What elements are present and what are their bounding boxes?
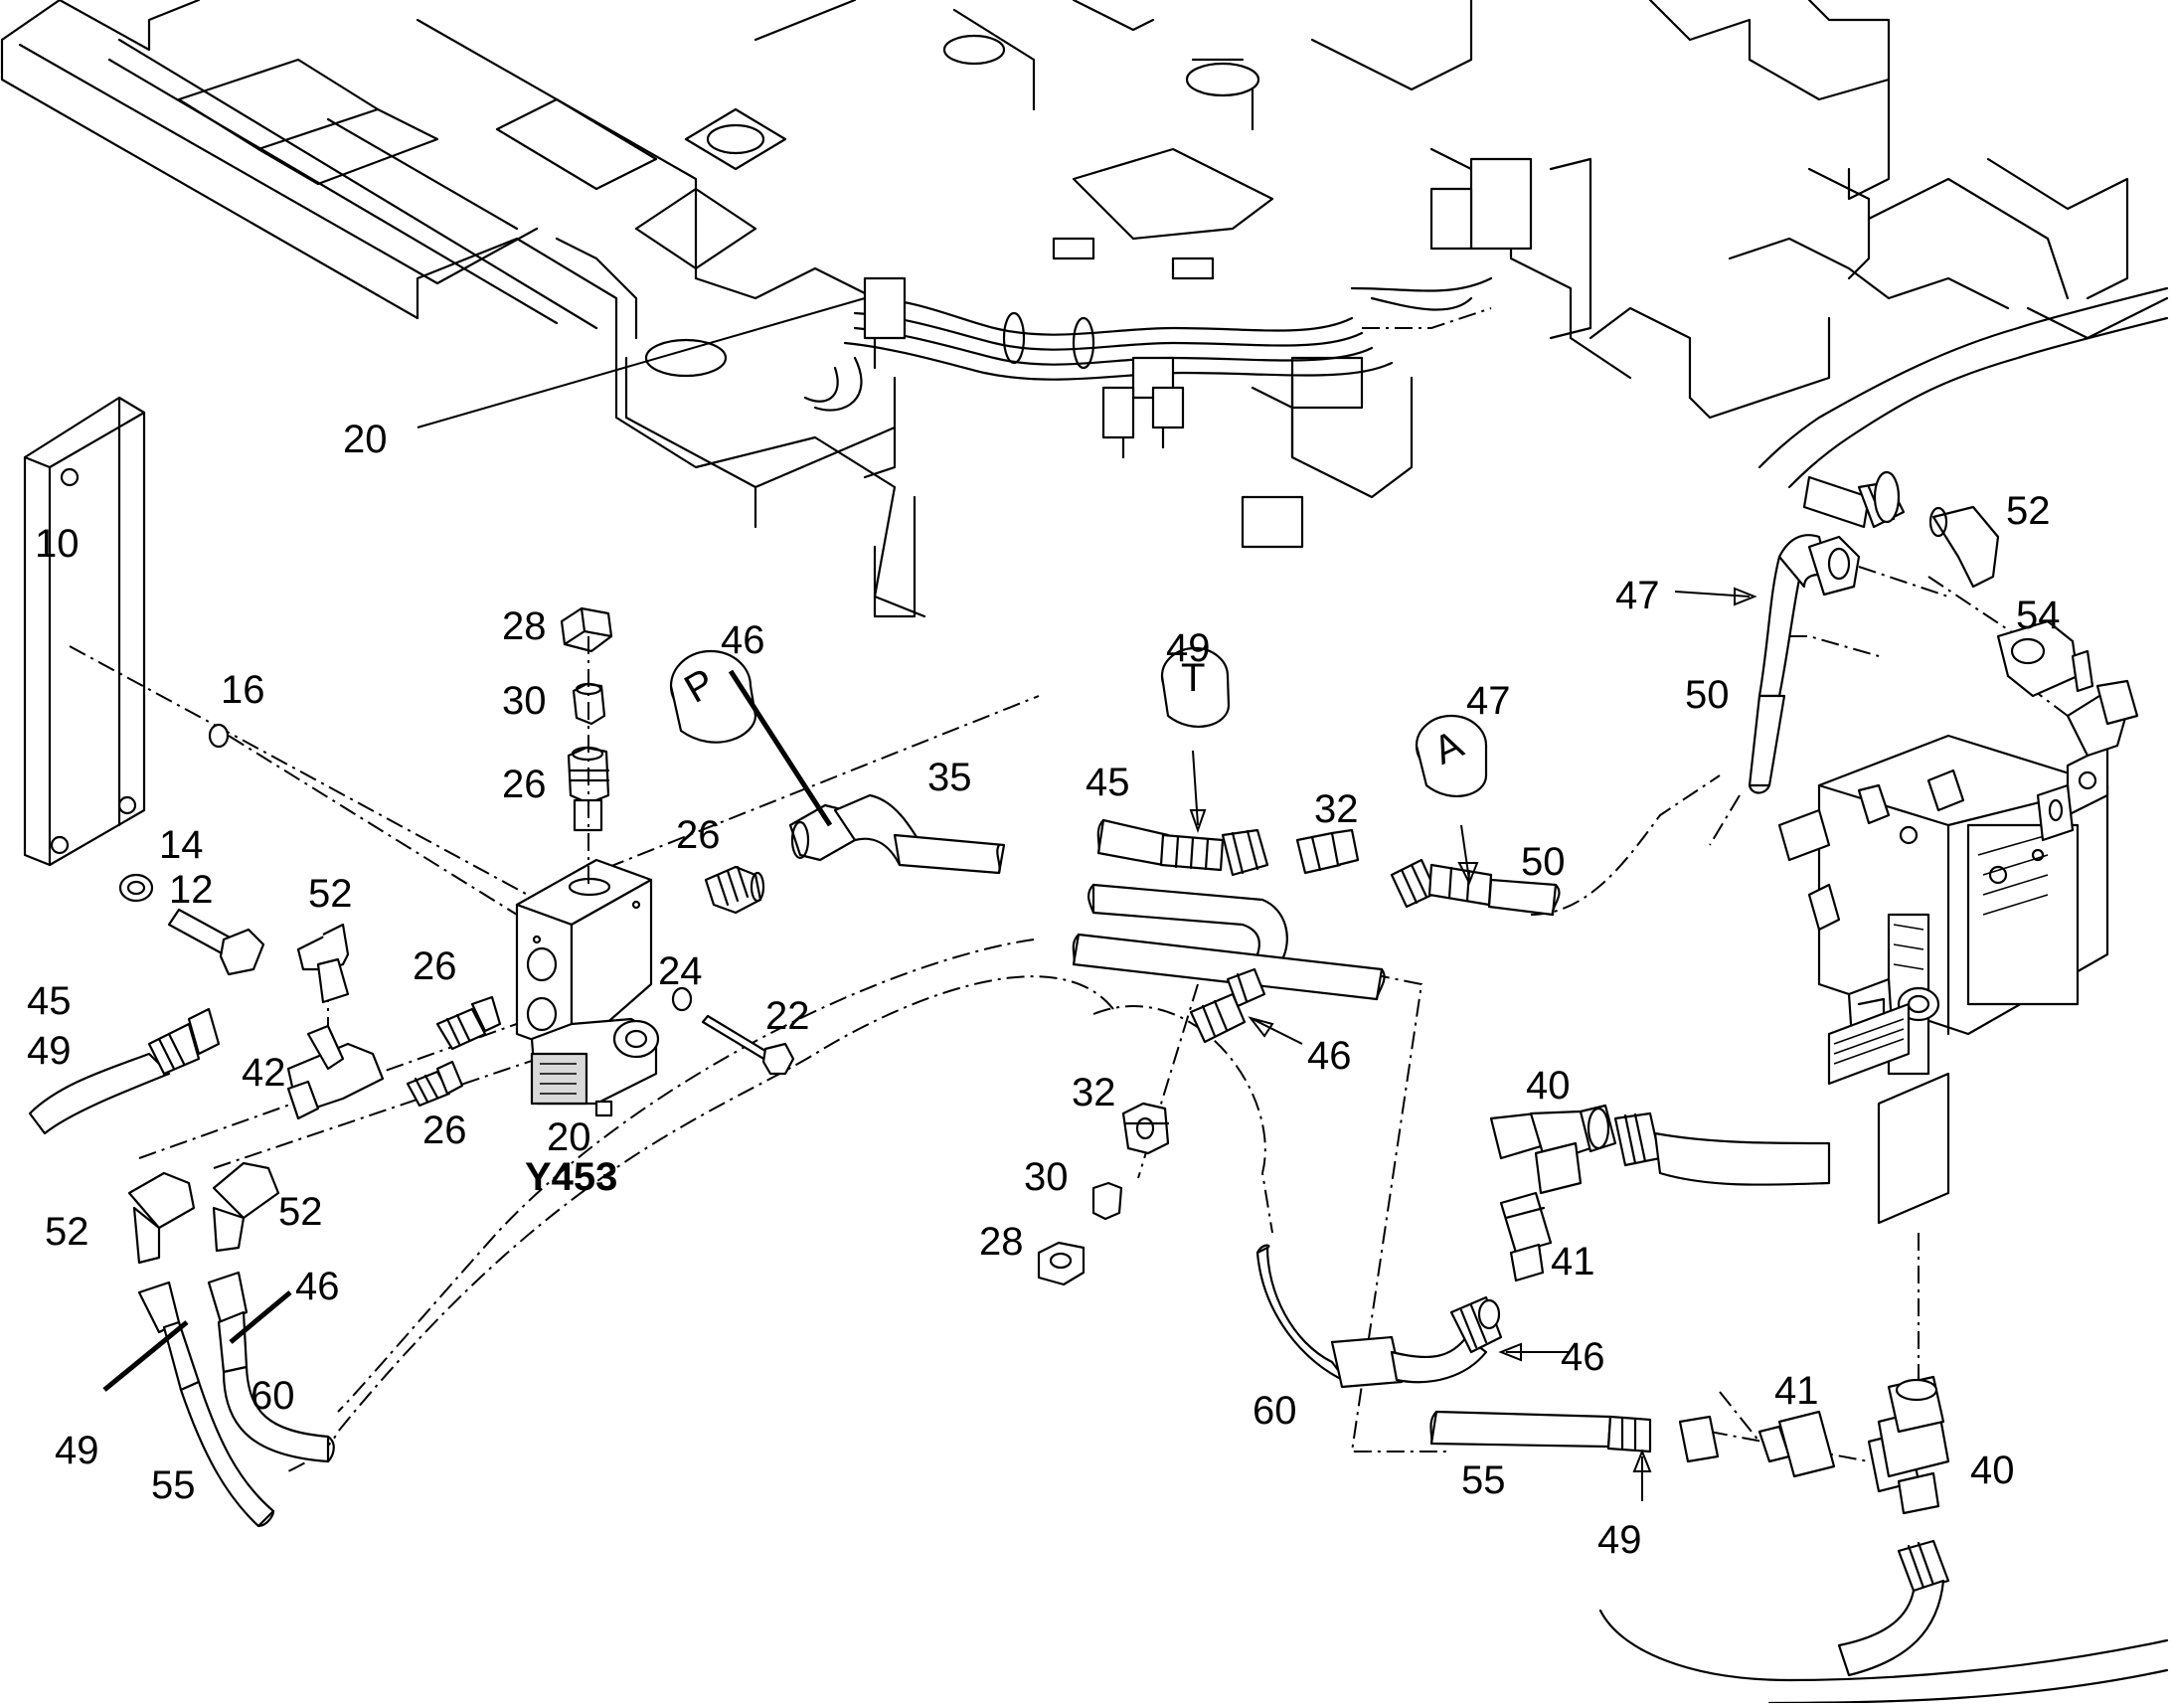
- callout-28-a: 28: [502, 604, 547, 648]
- cap-t-49: T: [1160, 646, 1231, 728]
- nut-28-lower: [1037, 1241, 1086, 1286]
- hose-45-middle: [1096, 818, 1269, 877]
- cap-p-46: P: [669, 649, 757, 744]
- callout-50-b: 50: [1685, 673, 1730, 717]
- fitting-41-upper: [1499, 1191, 1553, 1282]
- sleeve-30-lower: [1091, 1181, 1123, 1221]
- callout-22: 22: [765, 994, 810, 1038]
- designation-y453: Y453: [525, 1155, 617, 1199]
- callout-49-d: 49: [1597, 1518, 1642, 1562]
- callout-10: 10: [35, 522, 80, 566]
- callout-54: 54: [2016, 594, 2061, 637]
- callout-60-a: 60: [251, 1374, 295, 1418]
- hose-to-block: [1613, 1111, 1831, 1186]
- nipple-26-left-b: [406, 1060, 464, 1108]
- callout-47-b: 47: [1615, 574, 1660, 617]
- callout-46-c: 46: [1561, 1335, 1605, 1379]
- hose-55-right: [1429, 1410, 1720, 1463]
- bolt-12: [167, 908, 265, 976]
- elbow-52-right: [1928, 505, 2000, 589]
- callout-60-b: 60: [1253, 1389, 1297, 1433]
- callout-52-c: 52: [45, 1210, 89, 1254]
- washer-16: [208, 723, 230, 749]
- callout-41-b: 41: [1774, 1369, 1819, 1413]
- mounting-plate-10: [23, 396, 146, 867]
- callout-46-b: 46: [1307, 1034, 1352, 1078]
- callout-52-b: 52: [2006, 489, 2051, 533]
- bolt-22: [701, 1014, 795, 1076]
- adapter-54: [1996, 619, 2094, 698]
- callout-12: 12: [169, 868, 214, 912]
- callout-49-c: 49: [55, 1429, 99, 1472]
- callout-16: 16: [221, 668, 265, 712]
- hose-55-lower-left: [137, 1281, 275, 1528]
- callout-40-b: 40: [1970, 1449, 2015, 1492]
- tee-fitting-40-upper: [1489, 1104, 1617, 1195]
- callout-30-a: 30: [502, 679, 547, 723]
- callout-20-top: 20: [343, 418, 388, 461]
- callout-20-valve: 20: [547, 1115, 591, 1159]
- callout-49-a: 49: [27, 1029, 72, 1073]
- hose-lower-right: [1598, 1539, 2169, 1705]
- tee-fitting-40-lower: [1867, 1375, 1950, 1515]
- valve-block-20: [515, 858, 660, 1117]
- machine-frame: [0, 0, 2169, 618]
- washer-24: [671, 986, 693, 1012]
- fitting-41-lower: [1757, 1410, 1836, 1478]
- callout-55-b: 55: [1461, 1458, 1506, 1502]
- nipple-26-left-a: [435, 995, 502, 1051]
- tee-fitting-42: [286, 1024, 385, 1120]
- callout-45-b: 45: [1086, 761, 1130, 804]
- callout-24: 24: [658, 949, 703, 993]
- cap-t-label: T: [1181, 656, 1205, 700]
- hose-45-49-left: [28, 1007, 221, 1135]
- callout-26-d: 26: [422, 1109, 467, 1152]
- callout-32-b: 32: [1072, 1071, 1116, 1114]
- callout-35: 35: [927, 756, 972, 799]
- elbow-52-lower-left-a: [127, 1171, 196, 1265]
- cap-a-47: A: [1415, 714, 1488, 797]
- callout-32-a: 32: [1314, 787, 1359, 831]
- callout-50-a: 50: [1521, 840, 1566, 884]
- callout-42: 42: [242, 1051, 286, 1095]
- hose-35: [788, 793, 1006, 875]
- callout-45-a: 45: [27, 979, 72, 1023]
- hose-50-middle: [1390, 858, 1561, 917]
- callout-52-a: 52: [308, 872, 353, 916]
- callout-46-a: 46: [721, 618, 765, 662]
- callout-26-b: 26: [676, 813, 721, 857]
- nipple-32-middle: [1295, 828, 1360, 875]
- nipple-32-lower: [1121, 1102, 1170, 1155]
- callout-55-a: 55: [151, 1463, 196, 1507]
- hose-50-right: [1748, 534, 1861, 794]
- callout-52-d: 52: [278, 1190, 323, 1234]
- callout-26-c: 26: [413, 944, 457, 988]
- callout-labels: 20 10 16 14 12 52 45 49 42 28 30 26 26 2…: [27, 418, 2061, 1562]
- callout-28-b: 28: [979, 1220, 1024, 1264]
- callout-26-a: 26: [502, 763, 547, 806]
- callout-41-a: 41: [1551, 1240, 1595, 1283]
- callout-40-a: 40: [1526, 1064, 1571, 1108]
- elbow-fitting-52-left: [296, 923, 350, 1004]
- control-valve-block: [1777, 679, 2139, 1225]
- fitting-46-right: [1449, 1295, 1503, 1354]
- callout-46-d: 46: [295, 1265, 340, 1308]
- elbow-52-lower-left-b: [212, 1161, 280, 1253]
- callout-49-b: 49: [1166, 626, 1211, 670]
- fitting-46-middle: [1189, 967, 1266, 1044]
- hose-top-right: [1802, 470, 1906, 529]
- callout-30-b: 30: [1024, 1155, 1069, 1199]
- nut-28-top: [560, 606, 613, 653]
- hose-60-lower-left: [207, 1271, 335, 1463]
- washer-14: [118, 873, 154, 903]
- callout-47-a: 47: [1466, 679, 1511, 723]
- callout-14: 14: [159, 823, 204, 867]
- nipple-26-right: [704, 865, 765, 915]
- hose-60-right: [1255, 1244, 1488, 1389]
- frame-hose-harness: [803, 157, 2169, 489]
